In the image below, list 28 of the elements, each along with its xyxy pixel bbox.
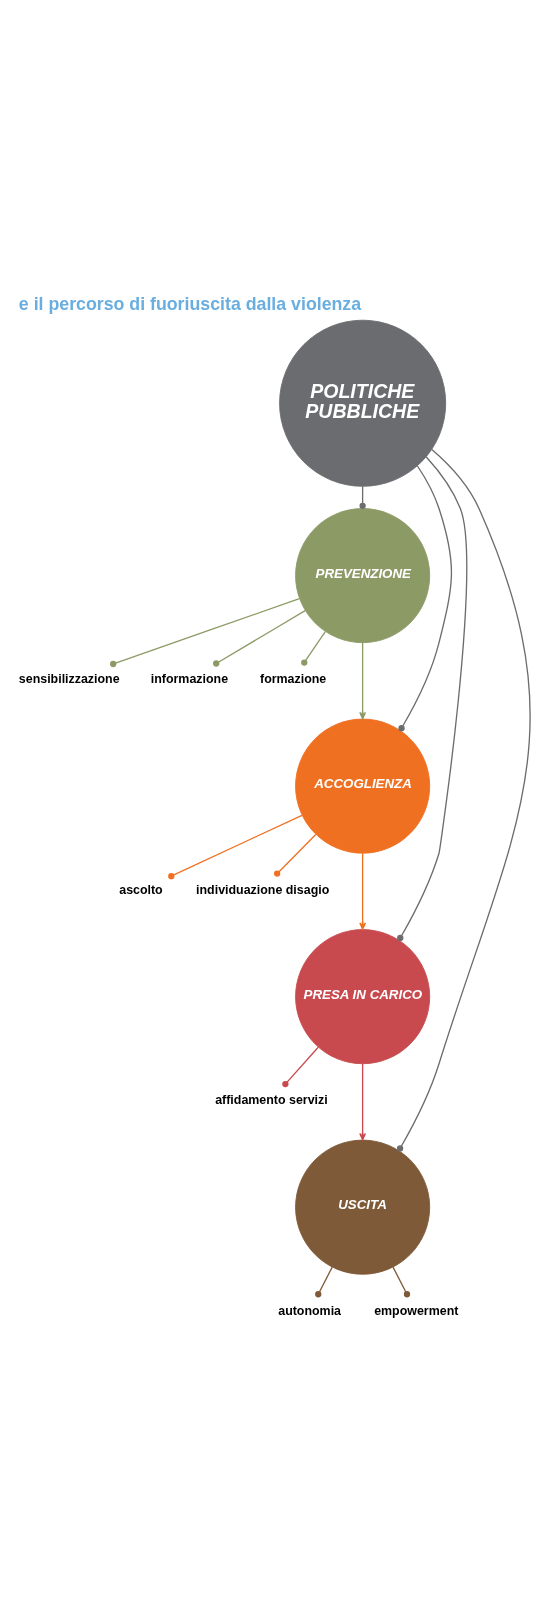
connector (110, 597, 301, 667)
connector (301, 630, 326, 666)
node-circle: ACCOGLIENZA (295, 718, 431, 854)
node-text: formazione (260, 671, 327, 686)
connector (274, 833, 317, 877)
arrow (359, 1062, 367, 1140)
node-circle: USCITA (295, 1139, 431, 1275)
connector (397, 455, 468, 941)
node-circle: PRESA IN CARICO (295, 928, 431, 1064)
node-circle: POLITICHE PUBBLICHE (279, 319, 447, 487)
connector (396, 448, 531, 1152)
node-text: affidamento servizi (215, 1092, 328, 1107)
diagram-title: e il percorso di fuoriuscita dalla violenza (18, 293, 362, 314)
node-text: autonomia (278, 1303, 342, 1318)
connector (168, 814, 303, 879)
node-text: empowerment (374, 1303, 459, 1318)
connector (282, 1046, 319, 1087)
node-text: individuazione disagio (196, 882, 330, 897)
arrow (359, 641, 367, 719)
connector (315, 1265, 333, 1297)
node-text: informazione (150, 671, 229, 686)
connector (392, 1265, 411, 1297)
node-text: sensibilizzazione (18, 671, 120, 686)
connector (398, 464, 453, 731)
connector (213, 609, 306, 667)
node-circle: PREVENZIONE (295, 507, 431, 643)
arrow (359, 852, 367, 930)
node-text: ascolto (119, 882, 163, 897)
